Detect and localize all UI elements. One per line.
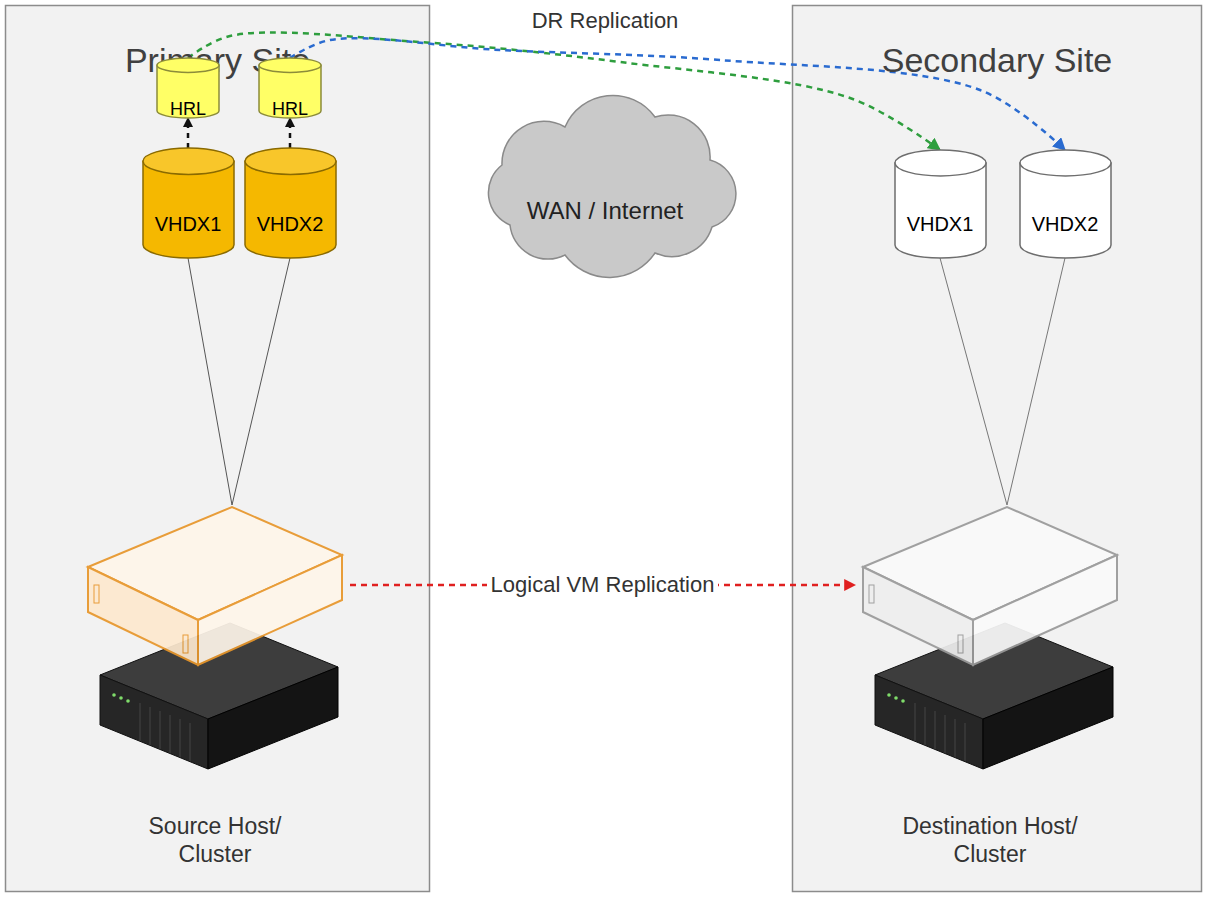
server-vent: [965, 723, 966, 761]
server-led: [119, 696, 123, 700]
cylinder-top: [245, 148, 336, 174]
dashed-arrow: [350, 584, 855, 587]
disk-cylinder: VHDX1: [895, 150, 986, 258]
site-panel: Primary SiteHRLHRLVHDX1VHDX2Source Host/…: [5, 5, 430, 892]
server-vent: [150, 707, 151, 745]
cylinder-outline: [895, 150, 986, 258]
server-front: [875, 675, 983, 769]
connector-line: [1007, 258, 1065, 505]
connector-line: [188, 258, 232, 505]
network-cloud: WAN / Internet: [470, 85, 740, 262]
edge-label: Logical VM Replication: [487, 572, 719, 598]
server-led: [112, 693, 116, 697]
server-side: [983, 667, 1113, 769]
cylinder-outline: [245, 148, 336, 258]
log-cylinder: HRL: [259, 58, 321, 118]
vm-handle: [958, 635, 963, 653]
server-vent: [160, 711, 161, 749]
log-cylinder: HRL: [157, 58, 219, 118]
cylinder-top: [157, 58, 219, 72]
server-vent: [935, 711, 936, 749]
server-art: [80, 505, 350, 775]
vm-front: [863, 567, 973, 665]
vm-front: [88, 567, 198, 665]
server-led: [887, 693, 891, 697]
node-label: VHDX1: [907, 213, 974, 236]
dashed-arrow: [187, 118, 190, 148]
node-label: Destination Host/ Cluster: [888, 812, 1093, 870]
server-led: [126, 699, 130, 703]
virtual-machine: [863, 507, 1117, 665]
connector-line: [232, 258, 290, 505]
disk-cylinder: VHDX2: [245, 148, 336, 258]
cylinder-body: [895, 163, 986, 258]
cylinder-outline: [1020, 150, 1111, 258]
host-server: Source Host/ Cluster: [80, 505, 350, 875]
cloud-outline: [470, 85, 740, 262]
node-label: VHDX2: [257, 213, 324, 236]
node-label: VHDX2: [1032, 213, 1099, 236]
server-vent: [945, 715, 946, 753]
disk-cylinder: VHDX1: [143, 148, 234, 258]
cylinder-body: [1020, 163, 1111, 258]
dashed-arrow: [289, 118, 292, 148]
disk-cylinder: VHDX2: [1020, 150, 1111, 258]
node-label: Source Host/ Cluster: [113, 812, 318, 870]
connector-line: [940, 258, 1007, 505]
server-led: [894, 696, 898, 700]
server-vent: [915, 703, 916, 741]
vm-handle: [183, 635, 188, 653]
server-vent: [170, 715, 171, 753]
server-vent: [140, 703, 141, 741]
cloud-shape: [488, 95, 735, 277]
server-led: [901, 699, 905, 703]
node-label: HRL: [170, 99, 206, 120]
cylinder-body: [245, 161, 336, 258]
cylinder-top: [895, 150, 986, 176]
virtual-machine: [88, 507, 342, 665]
cylinder-outline: [143, 148, 234, 258]
node-label: VHDX1: [155, 213, 222, 236]
site-heading: Secondary Site: [882, 41, 1113, 80]
server-vent: [180, 719, 181, 757]
vm-side: [973, 555, 1117, 665]
cylinder-body: [143, 161, 234, 258]
server-side: [208, 667, 338, 769]
diagram-label: DR Replication: [528, 8, 683, 34]
server-front: [100, 675, 208, 769]
site-panel: [793, 6, 1202, 892]
server-vent: [955, 719, 956, 757]
server-vent: [190, 723, 191, 761]
node-label: WAN / Internet: [527, 197, 684, 225]
host-server: Destination Host/ Cluster: [855, 505, 1125, 875]
site-panel: [6, 6, 430, 892]
site-panel: Secondary SiteVHDX1 VHDX2Destination Host…: [792, 5, 1202, 892]
vm-side: [198, 555, 342, 665]
vm-handle: [869, 585, 874, 603]
server-vent: [925, 707, 926, 745]
vm-handle: [94, 585, 99, 603]
cylinder-top: [143, 148, 234, 174]
cylinder-top: [259, 58, 321, 72]
server-art: [855, 505, 1125, 775]
cylinder-top: [1020, 150, 1111, 176]
node-label: HRL: [272, 99, 308, 120]
